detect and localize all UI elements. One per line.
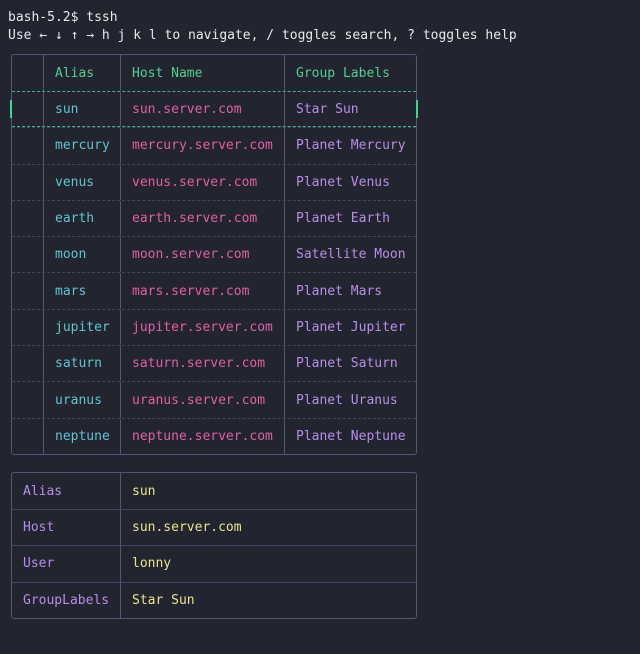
row-select-cell: [12, 309, 44, 346]
cell-alias: earth: [44, 200, 121, 237]
cell-hostname: saturn.server.com: [121, 346, 285, 382]
row-select-cell: [12, 273, 44, 309]
cell-group-labels: Planet Uranus: [296, 392, 398, 408]
cell-group-labels: Planet Saturn: [296, 356, 398, 372]
selection-indicator-left: [10, 100, 12, 118]
detail-row: User lonny: [12, 545, 416, 582]
cell-group-labels: Star Sun: [296, 101, 359, 117]
cell-group-labels: Planet Earth: [296, 211, 390, 227]
row-select-cell: [12, 237, 44, 273]
cell-alias: mercury: [44, 128, 121, 164]
cell-alias: moon: [44, 237, 121, 273]
row-select-cell: [12, 346, 44, 382]
help-text: Use ← ↓ ↑ → h j k l to navigate, / toggl…: [8, 28, 517, 43]
detail-key: User: [12, 546, 121, 582]
row-select-cell: [12, 418, 44, 454]
row-select-cell: [12, 164, 44, 200]
cell-group-labels: Planet Jupiter: [296, 319, 406, 335]
cell-alias: jupiter: [44, 309, 121, 346]
cell-group-labels: Planet Neptune: [296, 428, 406, 444]
cell-group-labels: Planet Venus: [296, 174, 390, 190]
detail-row: Alias sun: [12, 473, 416, 510]
cell-alias: uranus: [44, 382, 121, 418]
row-select-cell: [12, 128, 44, 164]
detail-value: sun: [132, 483, 156, 499]
cell-alias: mars: [44, 273, 121, 309]
shell-prompt: bash-5.2$ tssh: [8, 10, 118, 25]
column-header-group: Group Labels: [296, 65, 390, 81]
cell-hostname: uranus.server.com: [121, 382, 285, 418]
row-select-cell: [12, 382, 44, 418]
cell-alias: venus: [44, 164, 121, 200]
cell-alias: sun: [44, 92, 121, 127]
detail-row: GroupLabels Star Sun: [12, 581, 416, 618]
detail-value: lonny: [132, 556, 172, 572]
row-select-cell: [12, 200, 44, 237]
detail-row: Host sun.server.com: [12, 509, 416, 546]
cell-group-labels: Satellite Moon: [296, 247, 406, 263]
cell-alias: saturn: [44, 346, 121, 382]
cell-hostname: venus.server.com: [121, 164, 285, 200]
detail-key: Alias: [12, 473, 121, 510]
detail-key: Host: [12, 510, 121, 546]
cell-hostname: mars.server.com: [121, 273, 285, 309]
cell-group-labels: Planet Mercury: [296, 138, 406, 154]
cell-hostname: sun.server.com: [121, 92, 285, 127]
cell-hostname: moon.server.com: [121, 237, 285, 273]
selection-indicator-right: [416, 100, 418, 118]
detail-key: GroupLabels: [12, 582, 121, 618]
column-header-alias: Alias: [44, 55, 121, 91]
cell-hostname: jupiter.server.com: [121, 309, 285, 346]
selection-column-header: [12, 55, 44, 91]
cell-hostname: neptune.server.com: [121, 418, 285, 454]
cell-hostname: earth.server.com: [121, 200, 285, 237]
column-header-host: Host Name: [121, 55, 285, 91]
detail-value: sun.server.com: [132, 520, 242, 536]
row-select-cell: [12, 92, 44, 127]
cell-group-labels: Planet Mars: [296, 283, 383, 299]
detail-value: Star Sun: [132, 592, 195, 608]
cell-alias: neptune: [44, 418, 121, 454]
table-header-row: Alias Host Name Group Labels: [12, 55, 416, 91]
cell-hostname: mercury.server.com: [121, 128, 285, 164]
